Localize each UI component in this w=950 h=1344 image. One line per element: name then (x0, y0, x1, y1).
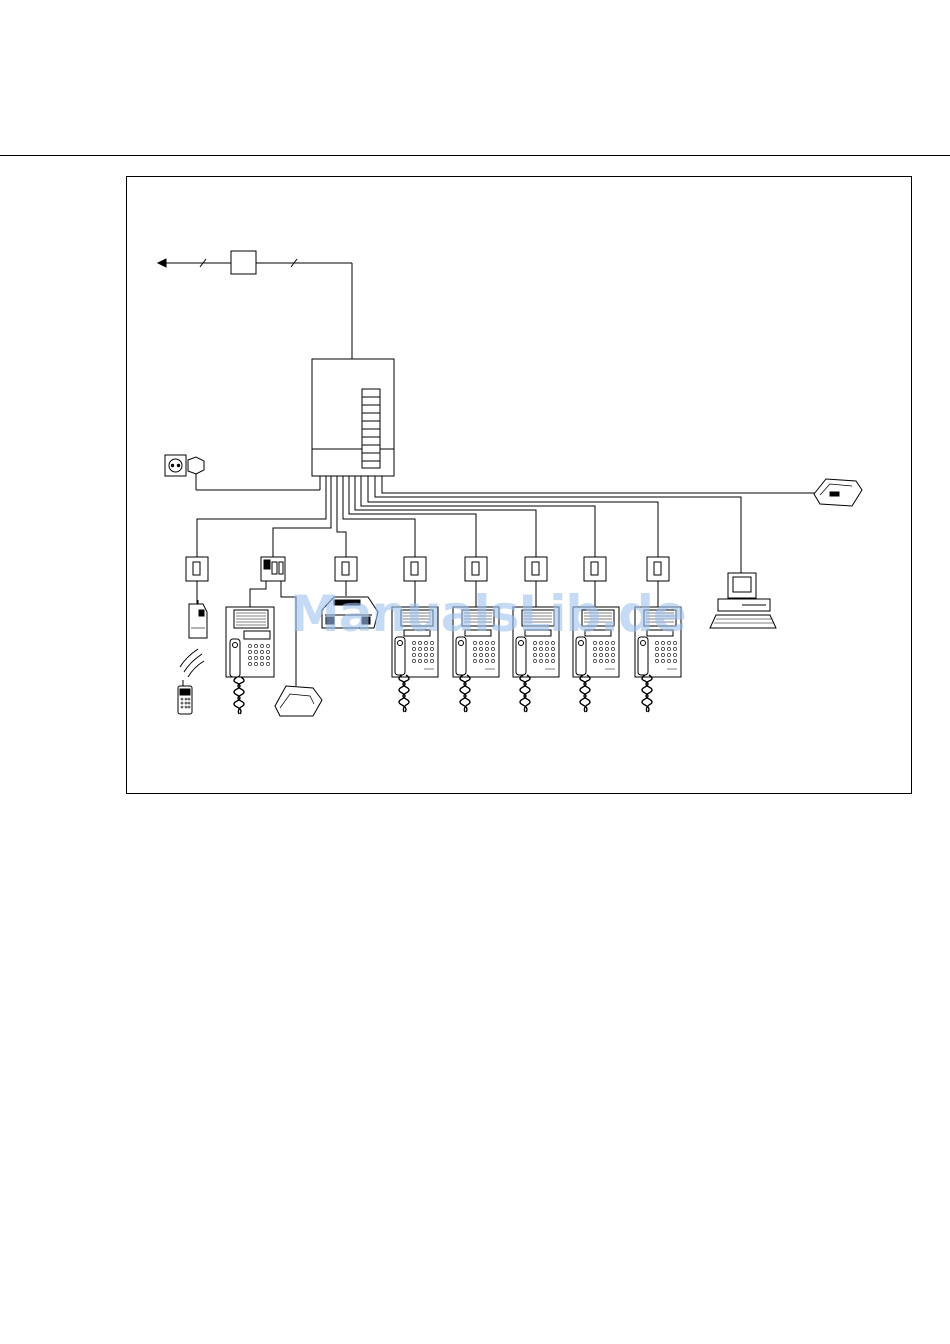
cable-bundle (197, 476, 815, 573)
dect-base-icon (189, 600, 207, 638)
wall-socket (525, 557, 547, 581)
adapter-socket (261, 557, 285, 581)
pbx-cabinet-icon (312, 359, 394, 476)
computer-icon (710, 573, 776, 628)
wall-socket (335, 557, 357, 581)
power-plug-icon (165, 455, 204, 490)
dect-base-station-icon (275, 686, 322, 716)
ntba-box-icon (231, 251, 256, 274)
radio-waves-icon (180, 649, 204, 677)
system-telephone-icon (226, 607, 274, 714)
answering-machine-icon (814, 479, 862, 506)
watermark-text: ManualsLib.de (290, 585, 670, 643)
wall-socket (647, 557, 669, 581)
wall-socket (404, 557, 426, 581)
wall-socket (465, 557, 487, 581)
mobile-phone-icon (178, 680, 192, 714)
arrow-left-icon (158, 259, 166, 267)
wall-socket (186, 557, 208, 581)
wall-socket (584, 557, 606, 581)
